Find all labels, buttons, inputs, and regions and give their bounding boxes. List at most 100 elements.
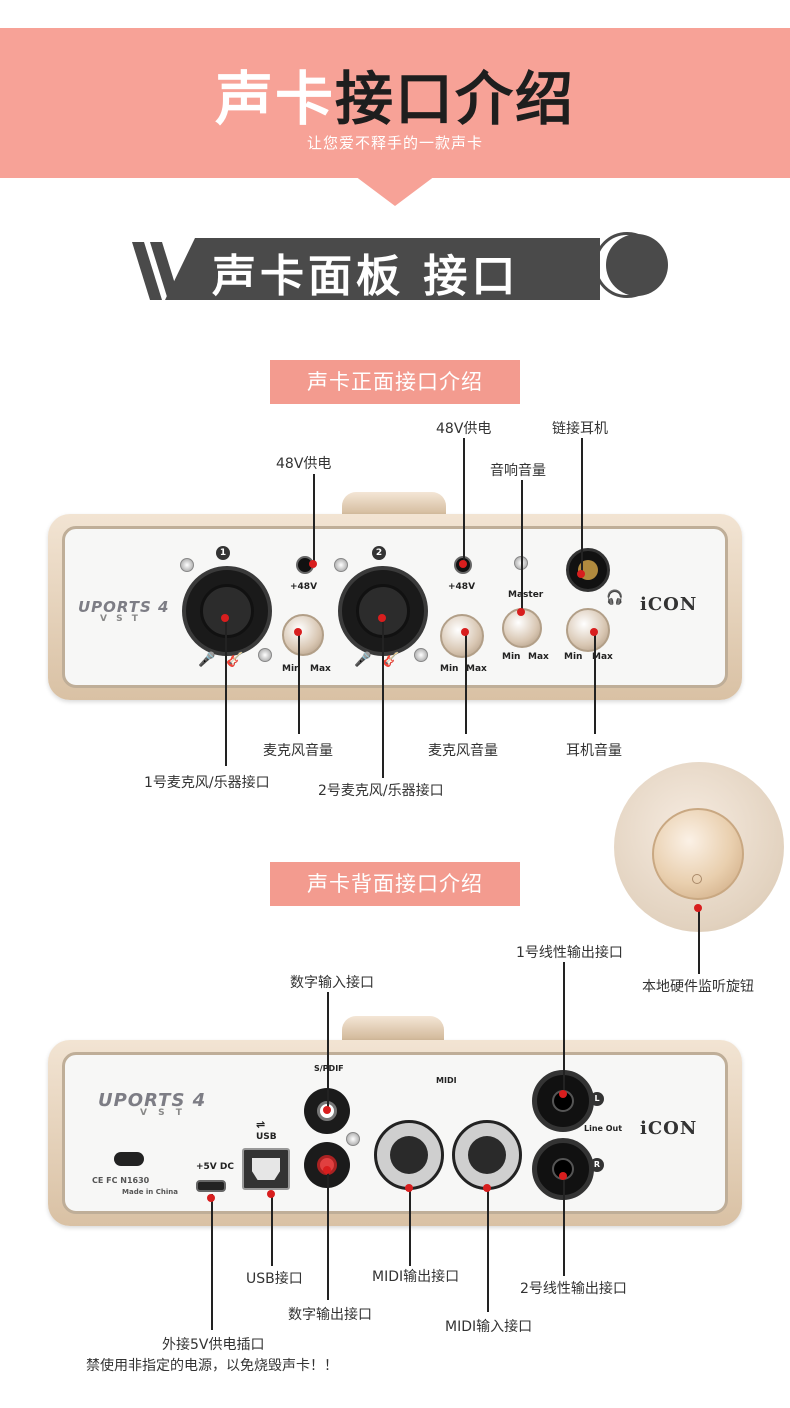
label-headphone-volume: 耳机音量 — [566, 743, 622, 759]
label-line-out1: 1号线性输出接口 — [516, 945, 623, 961]
back-model-logo: UPORTS 4 — [98, 1090, 207, 1111]
midi-out-pins-icon — [390, 1136, 428, 1174]
mic1-gain-knob[interactable] — [282, 614, 324, 656]
mic-icon: 🎤 — [198, 652, 216, 668]
usb-port[interactable] — [242, 1148, 290, 1190]
page-title: 声卡接口介绍 — [214, 65, 576, 133]
callout-dot — [378, 614, 386, 622]
label-monitor-knob: 本地硬件监听旋钮 — [642, 979, 754, 995]
screw-icon — [334, 558, 348, 572]
callout-dot — [323, 1166, 331, 1174]
front-model-sub: V S T — [100, 614, 141, 624]
callout-line — [463, 438, 465, 564]
headphone-icon: 🎧 — [606, 590, 624, 606]
label-phantom1: 48V供电 — [276, 456, 332, 472]
label-digital-in: 数字输入接口 — [290, 975, 374, 991]
label-line-out2: 2号线性输出接口 — [520, 1281, 627, 1297]
page-subtitle: 让您爱不释手的一款声卡 — [306, 134, 483, 152]
callout-dot — [207, 1194, 215, 1202]
ribbon-circle — [606, 234, 668, 296]
label-input2: 2号麦克风/乐器接口 — [318, 783, 444, 799]
master-max: Max — [528, 652, 549, 662]
back-section-pill: 声卡背面接口介绍 — [270, 862, 520, 906]
screw-icon — [180, 558, 194, 572]
mic2-gain-knob[interactable] — [440, 614, 484, 658]
master-text: Master — [508, 590, 544, 600]
callout-line — [298, 630, 300, 734]
screw-icon — [414, 648, 428, 662]
callout-dot — [405, 1184, 413, 1192]
callout-line — [581, 438, 583, 574]
headphone-max: Max — [592, 652, 613, 662]
dc-text: +5V DC — [196, 1162, 234, 1172]
front-brand-logo: iCON — [640, 594, 698, 615]
back-brand-logo: iCON — [640, 1118, 698, 1139]
callout-line — [698, 908, 700, 974]
usb-port-inner — [252, 1158, 280, 1180]
label-phantom2: 48V供电 — [436, 421, 492, 437]
usb-text: USB — [256, 1132, 277, 1142]
callout-dot — [559, 1172, 567, 1180]
monitor-knob[interactable] — [652, 808, 744, 900]
phantom1-text: +48V — [290, 582, 318, 592]
headphone-volume-knob[interactable] — [566, 608, 610, 652]
header-banner — [0, 28, 790, 178]
callout-line — [211, 1194, 213, 1330]
kensington-slot — [114, 1152, 144, 1166]
callout-line — [521, 480, 523, 610]
label-midi-out: MIDI输出接口 — [372, 1269, 460, 1285]
callout-line — [271, 1192, 273, 1266]
callout-line — [409, 1188, 411, 1266]
label-usb: USB接口 — [246, 1271, 303, 1287]
callout-dot — [294, 628, 302, 636]
line-out-l-badge: L — [590, 1092, 604, 1106]
callout-line — [487, 1188, 489, 1312]
callout-line — [382, 618, 384, 778]
callout-dot — [517, 608, 525, 616]
callout-dot — [590, 628, 598, 636]
callout-line — [225, 618, 227, 766]
label-input1: 1号麦克风/乐器接口 — [144, 775, 270, 791]
callout-dot — [221, 614, 229, 622]
callout-line — [327, 1170, 329, 1300]
section-ribbon — [165, 238, 600, 300]
label-mic-volume2: 麦克风音量 — [428, 743, 498, 759]
mic2-min: Min — [440, 664, 459, 674]
front-model-logo: UPORTS 4 — [78, 598, 170, 616]
master-min: Min — [502, 652, 521, 662]
cert-marks: CE FC N1630 — [92, 1176, 150, 1185]
callout-line — [563, 1176, 565, 1276]
mic1-min: Min — [282, 664, 301, 674]
callout-dot — [694, 904, 702, 912]
monitor-knob-mark-icon — [692, 874, 702, 884]
channel2-badge: 2 — [372, 546, 386, 560]
label-power: 外接5V供电插口 — [162, 1337, 265, 1353]
mic2-max: Max — [466, 664, 487, 674]
callout-dot — [267, 1190, 275, 1198]
label-midi-in: MIDI输入接口 — [445, 1319, 533, 1335]
callout-line — [563, 962, 565, 1092]
label-headphone-link: 链接耳机 — [552, 421, 608, 437]
callout-dot — [459, 560, 467, 568]
callout-dot — [483, 1184, 491, 1192]
mic-icon: 🎤 — [354, 652, 372, 668]
callout-line — [465, 630, 467, 734]
power-port[interactable] — [196, 1180, 226, 1192]
midi-text: MIDI — [436, 1076, 457, 1085]
screw-icon — [346, 1132, 360, 1146]
phantom2-text: +48V — [448, 582, 476, 592]
screw-icon — [258, 648, 272, 662]
label-power-warning: 禁使用非指定的电源，以免烧毁声卡！！ — [86, 1358, 338, 1374]
mic1-max: Max — [310, 664, 331, 674]
label-digital-out: 数字输出接口 — [288, 1307, 372, 1323]
made-in: Made in China — [122, 1188, 178, 1196]
callout-dot — [309, 560, 317, 568]
banner-arrow — [355, 176, 435, 206]
line-out-r-badge: R — [590, 1158, 604, 1172]
section-title: 声卡面板 接口 — [212, 251, 520, 302]
front-section-pill: 声卡正面接口介绍 — [270, 360, 520, 404]
callout-line — [313, 474, 315, 564]
label-mic-volume1: 麦克风音量 — [263, 743, 333, 759]
channel1-badge: 1 — [216, 546, 230, 560]
line-out-text: Line Out — [584, 1124, 623, 1133]
